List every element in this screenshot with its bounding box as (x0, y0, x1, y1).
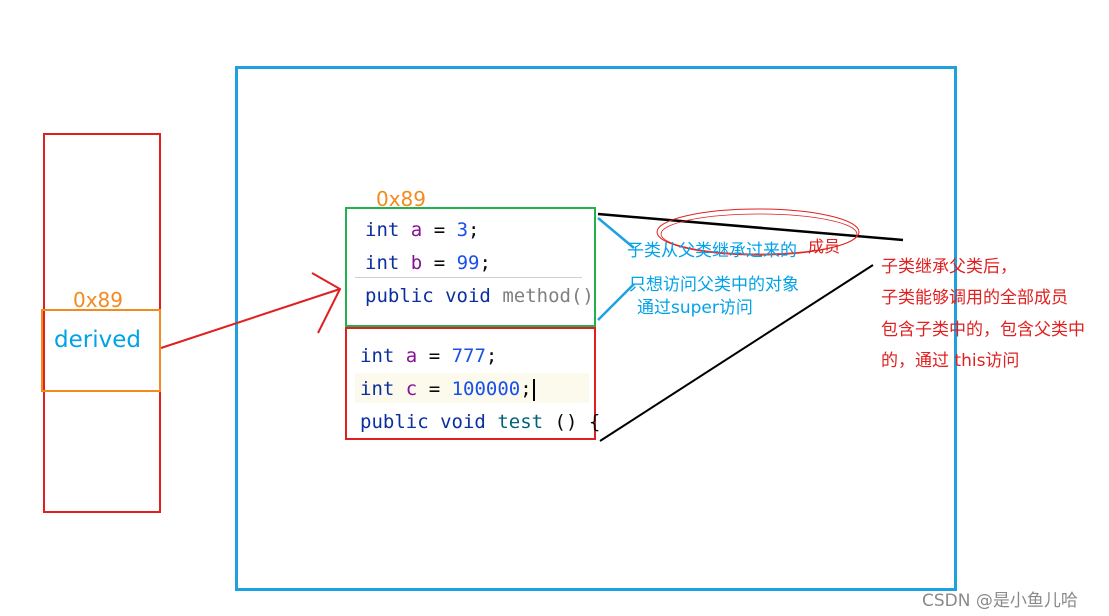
note-via-super: 通过super访问 (637, 298, 753, 318)
semicolon: ; (468, 219, 480, 241)
field-name: a (405, 345, 418, 367)
assign-operator: = (428, 378, 441, 400)
reference-arrow (160, 288, 341, 349)
field-value: 100000 (451, 378, 521, 400)
black-line-top (597, 212, 904, 242)
reference-cell (41, 309, 161, 392)
assign-operator: = (433, 219, 446, 241)
member-highlight-ellipse-2 (660, 213, 858, 255)
semicolon: ; (485, 345, 498, 367)
field-name: b (410, 252, 423, 274)
modifier-keyword: public (360, 411, 429, 433)
field-value: 3 (456, 219, 469, 241)
field-name: a (410, 219, 423, 241)
member-highlight-ellipse (656, 208, 860, 256)
assign-operator: = (428, 345, 441, 367)
child-members-box (345, 327, 596, 440)
semicolon: ; (520, 378, 532, 400)
assign-operator: = (433, 252, 446, 274)
note-right-line-2: 子类能够调用的全部成员 (881, 288, 1068, 308)
parent-field-b: int b = 99; (365, 252, 491, 274)
child-field-a: int a = 777; (360, 345, 497, 367)
type-keyword: int (360, 345, 395, 367)
cyan-line-super (597, 283, 635, 321)
child-method: public void test () { (360, 411, 600, 433)
arrow-head (311, 272, 342, 334)
field-value: 777 (451, 345, 486, 367)
semicolon: ; (479, 252, 491, 274)
note-only-parent: 只想访问父类中的对象 (629, 275, 799, 295)
method-name: test (497, 411, 544, 433)
watermark: CSDN @是小鱼儿哈 (922, 591, 1078, 611)
type-keyword: int (365, 252, 400, 274)
note-right-line-1: 子类继承父类后， (881, 257, 1017, 277)
reference-label: derived (54, 327, 141, 353)
black-line-bottom (599, 264, 874, 442)
parent-method: public void method() (365, 285, 594, 307)
note-member: 成员 (808, 237, 841, 256)
type-keyword: int (360, 378, 395, 400)
method-tail: () { (554, 411, 601, 433)
current-line-highlight (355, 373, 589, 403)
type-keyword: int (365, 219, 400, 241)
return-type: void (445, 285, 491, 307)
field-value: 99 (456, 252, 480, 274)
note-inherited: 子类从父类继承过来的 (627, 241, 797, 261)
parent-code-divider (355, 277, 582, 278)
note-right-line-3: 包含子类中的，包含父类中 (881, 320, 1085, 340)
cyan-line-inherited (597, 217, 635, 249)
stack-address-label: 0x89 (73, 288, 124, 312)
heap-area (235, 66, 957, 591)
text-cursor (532, 378, 535, 401)
note-right-line-4: 的，通过 this访问 (881, 351, 1020, 371)
child-field-c: int c = 100000; (360, 378, 535, 401)
return-type: void (440, 411, 486, 433)
parent-members-box (345, 207, 596, 327)
method-name: method() (502, 285, 594, 307)
field-name: c (405, 378, 418, 400)
parent-field-a: int a = 3; (365, 219, 480, 241)
modifier-keyword: public (365, 285, 434, 307)
